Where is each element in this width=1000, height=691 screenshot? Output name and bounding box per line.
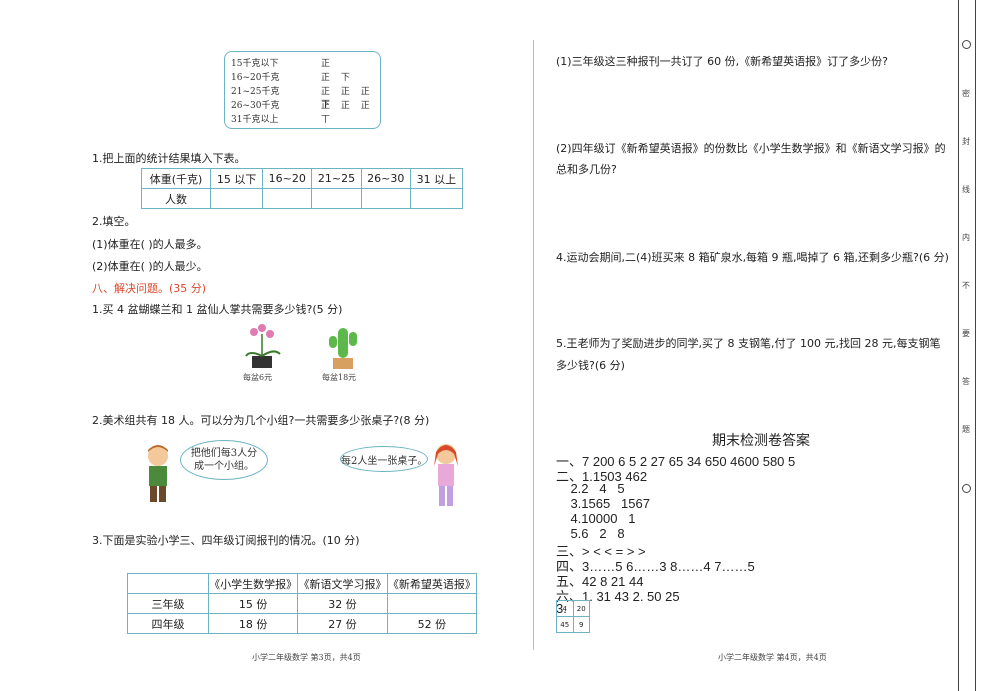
page-divider <box>533 40 534 650</box>
table-header: 体重(千克) <box>140 168 212 189</box>
table-header: 31 以上 <box>409 168 464 189</box>
question-2-2: (2)体重在( )的人最少。 <box>92 260 208 273</box>
answer-grid: 4 20 45 9 <box>556 600 590 633</box>
answer-line: 5.6 2 8 <box>556 526 625 541</box>
table-cell: 四年级 <box>127 613 209 634</box>
binding-char: 答 <box>962 377 970 386</box>
tally-box: 15千克以下 正 16~20千克 正 下 21~25千克 正 正 正 下 26~… <box>224 51 381 129</box>
binding-margin <box>958 0 976 691</box>
boy-image <box>148 445 168 502</box>
table-header: 16~20 <box>262 168 313 189</box>
table-header: 《新希望英语报》 <box>386 573 478 594</box>
tally-mark: 正 正 正 <box>321 101 374 111</box>
cactus-price: 每盆18元 <box>322 373 357 382</box>
table-header: 《小学生数学报》 <box>207 573 299 594</box>
answer-cell[interactable] <box>360 188 411 209</box>
table-cell: 52 份 <box>386 613 478 634</box>
binding-char: 不 <box>962 281 970 290</box>
problem-3-2-line2: 总和多几份? <box>556 163 617 176</box>
answer-cell[interactable] <box>262 188 313 209</box>
binding-char: 密 <box>962 89 970 98</box>
table-cell: 三年级 <box>127 593 209 614</box>
binding-char: 题 <box>962 425 970 434</box>
problem-2: 2.美术组共有 18 人。可以分为几个小组?一共需要多少张桌子?(8 分) <box>92 414 430 427</box>
binding-char: 线 <box>962 185 970 194</box>
answer-cell[interactable] <box>210 188 264 209</box>
speech-bubble: 每2人坐一张桌子。 <box>340 446 428 472</box>
binding-char: 内 <box>962 233 970 242</box>
tally-label: 16~20千克 <box>231 73 280 83</box>
answer-line: 4.10000 1 <box>556 511 636 526</box>
problem-3-1: (1)三年级这三种报刊一共订了 60 份,《新希望英语报》订了多少份? <box>556 55 888 68</box>
orchid-image <box>245 324 281 368</box>
answer-line: 二、1.1503 462 <box>556 469 648 484</box>
answer-line: 四、3……5 6……3 8……4 7……5 <box>556 559 755 574</box>
answer-line: 三、> < < = > > <box>556 544 646 559</box>
problem-5-line2: 多少钱?(6 分) <box>556 359 625 372</box>
question-1: 1.把上面的统计结果填入下表。 <box>92 152 246 165</box>
table-cell <box>386 593 478 614</box>
table-header <box>127 573 209 594</box>
binding-hole <box>962 484 971 493</box>
page-footer-left: 小学二年级数学 第3页，共4页 <box>252 653 361 662</box>
answer-line: 一、7 200 6 5 2 27 65 34 650 4600 580 5 <box>556 454 796 469</box>
tally-label: 15千克以下 <box>231 59 279 69</box>
answer-line: 3.1565 1567 <box>556 496 650 511</box>
problem-5-line1: 5.王老师为了奖励进步的同学,买了 8 支钢笔,付了 100 元,找回 28 元… <box>556 337 941 350</box>
girl-image <box>434 444 458 506</box>
problem-3-2-line1: (2)四年级订《新希望英语报》的份数比《小学生数学报》和《新语文学习报》的 <box>556 142 946 155</box>
grid-cell: 4 <box>556 600 574 617</box>
grid-cell: 9 <box>572 616 590 633</box>
tally-mark: 丅 <box>321 115 335 125</box>
tally-label: 21~25千克 <box>231 87 280 97</box>
tally-mark: 正 <box>321 59 335 69</box>
tally-mark: 正 正 正 下 <box>321 87 374 110</box>
bubble-text: 把他们每3人分成一个小组。 <box>190 448 258 472</box>
table-header: 15 以下 <box>210 168 264 189</box>
answer-cell[interactable] <box>311 188 362 209</box>
problem-3: 3.下面是实验小学三、四年级订阅报刊的情况。(10 分) <box>92 534 360 547</box>
weight-table: 体重(千克) 15 以下 16~20 21~25 26~30 31 以上 人数 <box>140 168 464 209</box>
table-cell: 15 份 <box>207 593 299 614</box>
speech-bubble: 把他们每3人分成一个小组。 <box>180 440 268 480</box>
page-footer-right: 小学二年级数学 第4页，共4页 <box>718 653 827 662</box>
binding-hole <box>962 40 971 49</box>
problem-4: 4.运动会期间,二(4)班买来 8 箱矿泉水,每箱 9 瓶,喝掉了 6 箱,还剩… <box>556 251 949 264</box>
bubble-text: 每2人坐一张桌子。 <box>341 456 428 467</box>
answer-cell[interactable] <box>409 188 464 209</box>
newspaper-table: 《小学生数学报》 《新语文学习报》 《新希望英语报》 三年级 15 份 32 份… <box>127 573 478 634</box>
question-2-1: (1)体重在( )的人最多。 <box>92 238 208 251</box>
tally-label: 31千克以上 <box>231 115 279 125</box>
table-cell: 32 份 <box>297 593 388 614</box>
grid-cell: 45 <box>556 616 574 633</box>
problem-1: 1.买 4 盆蝴蝶兰和 1 盆仙人掌共需要多少钱?(5 分) <box>92 303 343 316</box>
answer-line: 2.2 4 5 <box>556 481 625 496</box>
table-cell: 18 份 <box>207 613 299 634</box>
grid-cell: 20 <box>572 600 590 617</box>
table-header: 《新语文学习报》 <box>297 573 388 594</box>
table-cell: 27 份 <box>297 613 388 634</box>
section-heading: 八、解决问题。(35 分) <box>92 282 207 295</box>
question-2: 2.填空。 <box>92 215 136 228</box>
orchid-price: 每盆6元 <box>243 373 273 382</box>
answer-line: 五、42 8 21 44 <box>556 574 644 589</box>
answer-title: 期末检测卷答案 <box>712 433 810 449</box>
table-row-label: 人数 <box>140 188 212 209</box>
table-header: 21~25 <box>311 168 362 189</box>
table-header: 26~30 <box>360 168 411 189</box>
cactus-image <box>329 328 357 369</box>
binding-char: 封 <box>962 137 970 146</box>
binding-char: 要 <box>962 329 970 338</box>
tally-label: 26~30千克 <box>231 101 280 111</box>
tally-mark: 正 下 <box>321 73 354 83</box>
